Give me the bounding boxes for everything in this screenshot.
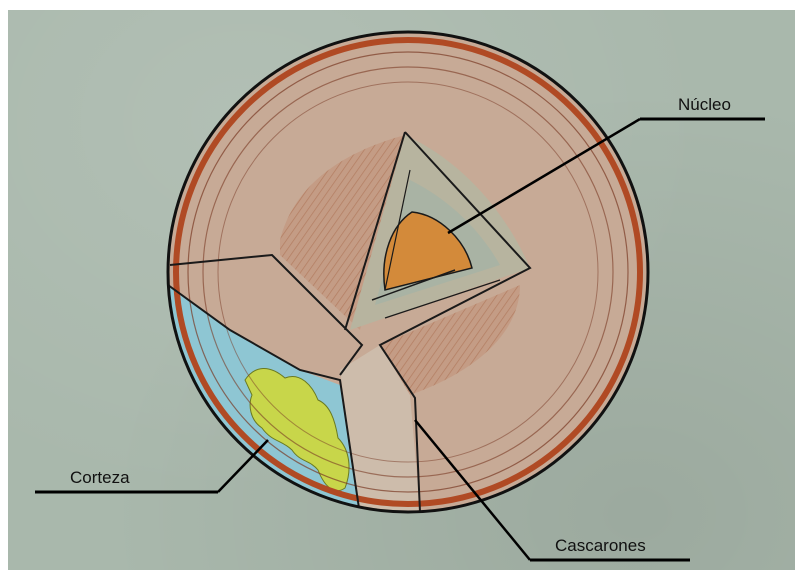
label-nucleo: Núcleo bbox=[678, 95, 731, 115]
label-corteza: Corteza bbox=[70, 468, 130, 488]
label-cascarones: Cascarones bbox=[555, 536, 646, 556]
